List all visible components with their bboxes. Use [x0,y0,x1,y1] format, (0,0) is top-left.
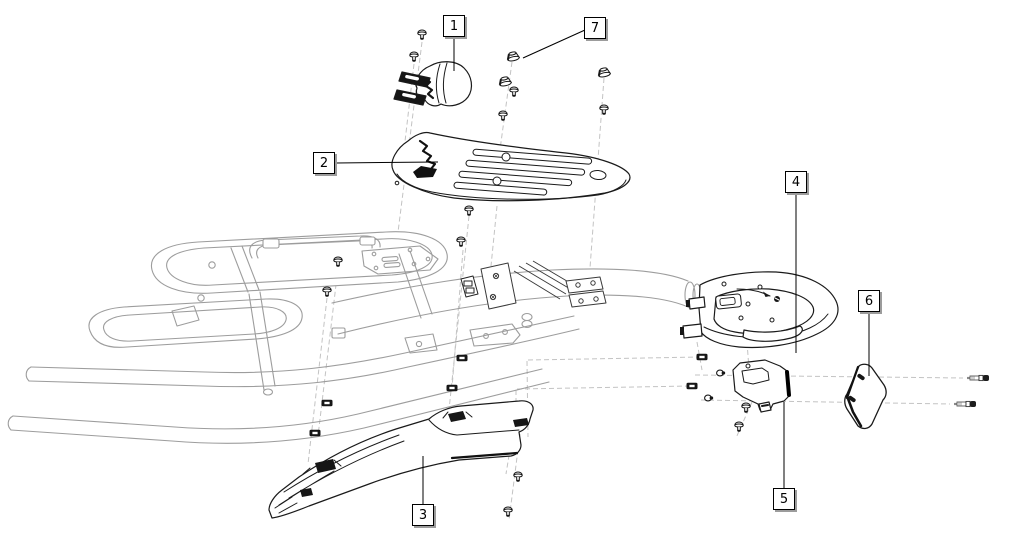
screw-icon [741,402,751,414]
subframe-mounting-plates [460,260,607,310]
screw-icon [456,236,466,248]
screw-icon [734,421,744,433]
callout-7[interactable]: 7 [584,17,606,39]
part-footboard [391,131,631,202]
callout-4-label: 4 [791,174,801,190]
callout-1[interactable]: 1 [443,15,465,37]
screw-icon [503,506,513,518]
part-bracket [732,359,791,413]
part-plate [844,363,887,430]
screw-icon [409,51,419,63]
bolt-icon [966,374,990,382]
clip-icon [309,429,321,437]
part-grab-rail [680,271,839,349]
callout-6[interactable]: 6 [858,290,880,312]
capnut-icon [596,65,612,79]
clip-icon [456,354,468,362]
screw-icon [322,286,332,298]
callout-6-label: 6 [864,293,874,309]
callout-2[interactable]: 2 [313,152,335,174]
screw-icon [513,471,523,483]
callout-3-label: 3 [418,507,428,523]
callout-3[interactable]: 3 [412,504,434,526]
frame-rack [7,231,702,444]
callout-5[interactable]: 5 [773,488,795,510]
leader-lines [335,29,870,504]
bolt-icon [953,400,977,408]
clip-icon [696,353,708,361]
callout-7-label: 7 [590,20,600,36]
capnut-icon [497,74,513,88]
callout-1-label: 1 [449,18,459,34]
callout-2-label: 2 [319,155,329,171]
screw-icon [417,29,427,41]
capnut-icon [505,49,521,63]
screw-icon [498,110,508,122]
screw-icon [464,205,474,217]
callout-5-label: 5 [779,491,789,507]
clip-icon [686,382,698,390]
callout-4[interactable]: 4 [785,171,807,193]
clip-icon [446,384,458,392]
screw-icon [509,86,519,98]
clip-icon [321,399,333,407]
part-pad-bracket [393,61,473,107]
part-underpanel [268,400,534,519]
